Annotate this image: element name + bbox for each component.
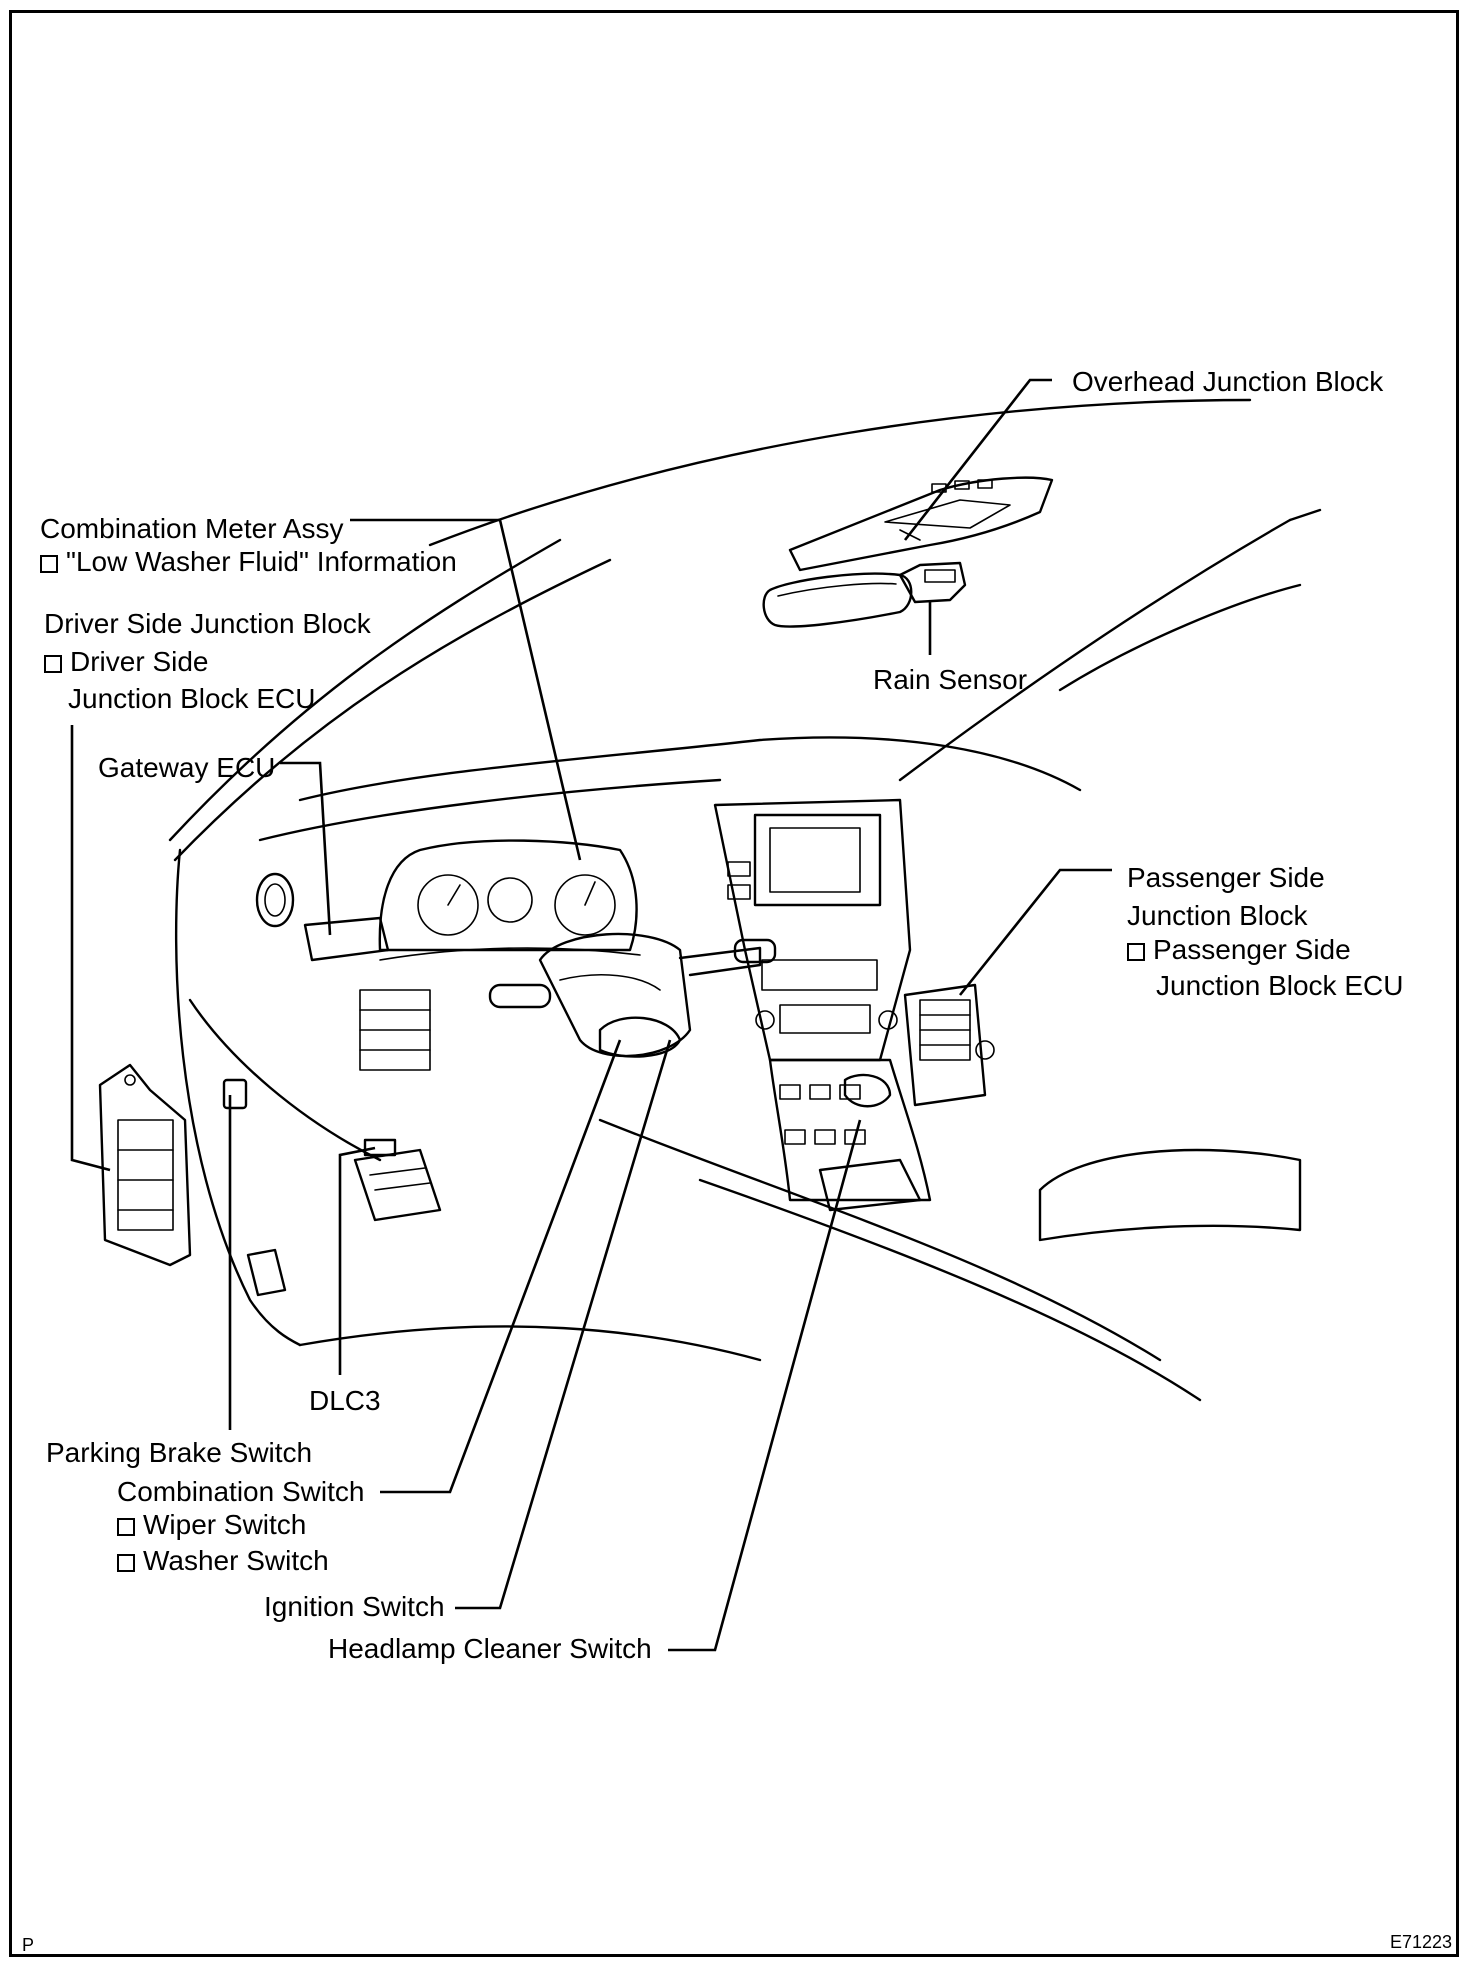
leader-ignition-switch (455, 1039, 672, 1610)
label-driver-side-sub-2: Junction Block ECU (68, 683, 316, 714)
checkbox-bullet (1127, 943, 1145, 961)
label-driver-side-sub-1: Driver Side (44, 645, 208, 679)
label-headlamp-cleaner-switch: Headlamp Cleaner Switch (328, 1633, 652, 1664)
label-driver-side-junction-block: Driver Side Junction Block (44, 608, 371, 639)
rain-sensor-unit (898, 561, 967, 604)
floor-line-right (698, 1178, 1202, 1402)
leader-overhead-junction-block (903, 378, 1052, 541)
pedals (246, 1148, 442, 1297)
figure-code: E71223 (1390, 1932, 1453, 1952)
checkbox-bullet (117, 1554, 135, 1572)
leader-lines (70, 378, 1112, 1652)
center-stack (713, 798, 912, 1062)
dash-top-curve (298, 736, 1082, 802)
label-washer-switch: Washer Switch (117, 1544, 329, 1578)
label-rain-sensor: Rain Sensor (873, 664, 1028, 695)
passenger-junction-block-shape (903, 983, 995, 1107)
leader-combination-switch (380, 1039, 622, 1494)
combination-switch-assembly (488, 932, 777, 1058)
console-armrest (1038, 1148, 1302, 1242)
center-console (768, 1058, 932, 1212)
leader-driver-junction-block (70, 725, 111, 1172)
checkbox-bullet (40, 555, 58, 573)
leader-combination-meter (350, 518, 582, 861)
leader-headlamp-cleaner (668, 1119, 862, 1652)
dash-front-edge (258, 778, 722, 842)
checkbox-bullet (44, 655, 62, 673)
page-frame (9, 10, 1459, 1957)
lower-dash-left (188, 998, 382, 1162)
label-ignition-switch: Ignition Switch (264, 1591, 445, 1622)
label-dlc3: DLC3 (309, 1385, 381, 1416)
instrument-cluster (378, 839, 641, 961)
checkbox-bullet (117, 1518, 135, 1536)
rear-view-mirror (762, 572, 913, 628)
driver-door-edge (174, 848, 302, 1347)
gateway-ecu-shape (303, 916, 390, 962)
label-passenger-side-sub-1: Passenger Side (1127, 933, 1351, 967)
leader-gateway-ecu (280, 761, 332, 936)
label-gateway-ecu: Gateway ECU (98, 752, 276, 783)
leader-dlc3 (338, 1146, 376, 1375)
label-passenger-side-sub-2: Junction Block ECU (1156, 970, 1404, 1001)
leader-passenger-junction-block (958, 868, 1112, 996)
label-passenger-side-1: Passenger Side (1127, 862, 1325, 893)
floor-line-center (598, 1118, 1162, 1362)
floor-line-left (298, 1325, 762, 1362)
windshield-left-pillar (168, 538, 562, 842)
windshield-top-line (428, 398, 1252, 547)
label-combination-meter-sub: "Low Washer Fluid" Information (40, 545, 457, 579)
label-parking-brake-switch: Parking Brake Switch (46, 1437, 313, 1468)
label-passenger-side-2: Junction Block (1127, 900, 1308, 931)
roof-right-line (1058, 583, 1302, 692)
windshield-left-pillar-inner (173, 558, 612, 862)
parking-brake-switch-shape (222, 1078, 248, 1110)
dlc3-connector-shape (363, 1138, 397, 1157)
left-switch-panel (359, 989, 431, 1071)
label-overhead-junction-block: Overhead Junction Block (1072, 366, 1384, 397)
air-vent-left (255, 872, 295, 928)
windshield-right-edge (898, 518, 1292, 782)
overhead-console-shape (788, 476, 1054, 572)
label-wiper-switch: Wiper Switch (117, 1508, 306, 1542)
driver-junction-block-shape (98, 1063, 192, 1267)
footer-left-mark: P (22, 1935, 35, 1955)
label-combination-switch: Combination Switch (117, 1476, 365, 1507)
label-combination-meter-assy: Combination Meter Assy (40, 513, 344, 544)
